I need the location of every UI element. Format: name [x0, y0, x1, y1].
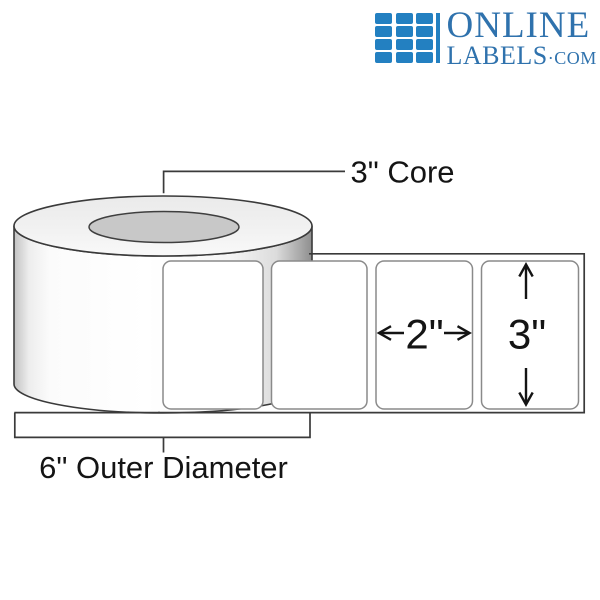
die-cut-label-4	[480, 260, 580, 410]
die-cut-label-1	[162, 260, 264, 410]
logo-word-labels: LABELS·COM	[446, 41, 597, 70]
logo-suffix-com: ·COM	[547, 48, 597, 68]
logo-divider-bar	[436, 13, 440, 63]
logo-wordmark: ONLINE LABELS·COM	[447, 7, 597, 69]
label-strip-outline	[158, 252, 586, 414]
outer-diameter-label: 6" Outer Diameter	[39, 450, 288, 485]
width-dimension-arrows	[376, 325, 472, 341]
label-width-text: 2"	[405, 311, 443, 358]
onlinelabels-logo: ONLINE LABELS·COM	[375, 7, 597, 69]
height-dimension-arrows	[518, 262, 534, 407]
diameter-bracket	[13, 412, 311, 439]
core-label: 3" Core	[351, 155, 455, 190]
die-cut-label-3	[375, 260, 474, 410]
roll-core	[88, 210, 240, 244]
core-leader-line	[162, 170, 345, 194]
label-height-text: 3"	[508, 311, 546, 358]
logo-grid-icon	[375, 13, 433, 63]
logo-word-online: ONLINE	[446, 5, 591, 46]
die-cut-label-2	[270, 260, 368, 410]
